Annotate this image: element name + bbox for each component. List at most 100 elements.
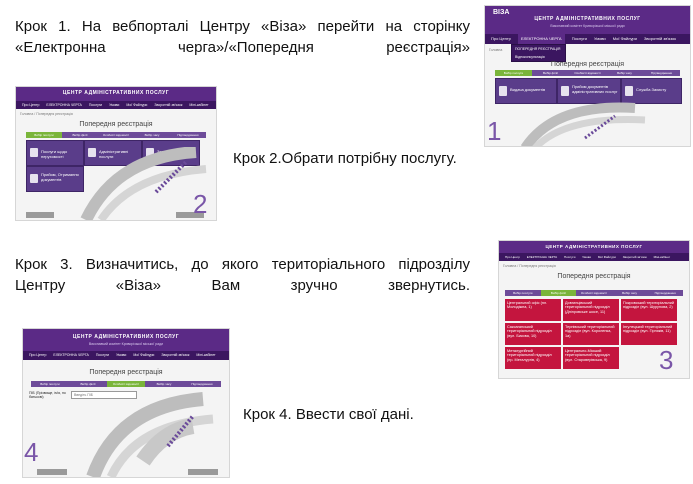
nav-queue[interactable]: ЕЛЕКТРОННА ЧЕРГА	[518, 34, 565, 44]
nav-about[interactable]: Про Центр	[505, 255, 520, 259]
site-nav: Про Центр ЕЛЕКТРОННА ЧЕРГА Послуги Умови…	[16, 101, 216, 109]
nav-services[interactable]: Послуги	[564, 255, 576, 259]
site-header: ЦЕНТР АДМІНІСТРАТИВНИХ ПОСЛУГ	[16, 87, 216, 101]
step-1-text: Крок 1. На вебпорталі Центру «Віза» пере…	[15, 18, 470, 56]
tab-service[interactable]: Вибір послуги	[26, 132, 62, 138]
breadcrumb-home[interactable]: Головна	[503, 264, 517, 268]
branch-card[interactable]: Центрально-Міський територіальний підроз…	[563, 347, 619, 369]
branch-card[interactable]: Тернівський територіальний підрозділ (ву…	[563, 323, 619, 345]
steps-tabs: Вибір послуги Вибір філії Особисті відом…	[505, 290, 683, 296]
tab-personal[interactable]: Особисті відомості	[98, 132, 134, 138]
tab-branch[interactable]: Вибір філії	[62, 132, 98, 138]
tab-branch[interactable]: Вибір філії	[69, 381, 107, 387]
next-button[interactable]	[188, 469, 218, 475]
document-icon	[88, 148, 96, 157]
site-org-title: ЦЕНТР АДМІНІСТРАТИВНИХ ПОСЛУГ	[72, 334, 180, 340]
site-nav: Про Центр ЕЛЕКТРОННА ЧЕРГА Послуги Умови…	[23, 351, 229, 360]
nav-queue[interactable]: ЕЛЕКТРОННА ЧЕРГА	[526, 255, 558, 259]
nav-feedback[interactable]: Зворотній зв'язок	[644, 36, 677, 41]
nav-terms[interactable]: Умови	[116, 353, 127, 357]
screenshot-step-4: ЦЕНТР АДМІНІСТРАТИВНИХ ПОСЛУГ Виконавчий…	[22, 328, 230, 478]
document-icon	[499, 86, 507, 96]
nav-terms[interactable]: Умови	[593, 36, 606, 41]
service-tile[interactable]: Адміністративні послуги	[84, 140, 142, 166]
next-button[interactable]	[176, 212, 204, 218]
steps-tabs: Вибір послуги Вибір філії Особисті відом…	[495, 70, 680, 76]
dropdown-item-video[interactable]: Відеоконсультація	[515, 55, 545, 59]
nav-files[interactable]: Мої Файлури	[597, 255, 616, 259]
page-title: Попередня реєстрація	[550, 61, 625, 68]
step-2-text: Крок 2.Обрати потрібну послугу.	[233, 150, 457, 167]
nav-services[interactable]: Послуги	[88, 103, 103, 107]
spiral-decoration	[86, 392, 214, 477]
nav-feedback[interactable]: Зворотній зв'язок	[161, 353, 190, 357]
map-icon	[146, 148, 154, 157]
tab-personal[interactable]: Особисті відомості	[569, 70, 606, 76]
nav-files[interactable]: Мої Файлури	[133, 353, 155, 357]
branch-card[interactable]: Металургійний територіальний підрозділ (…	[505, 347, 561, 369]
breadcrumb-home[interactable]: Головна	[489, 48, 503, 52]
tab-service[interactable]: Вибір послуги	[505, 290, 541, 296]
nav-terms[interactable]: Умови	[582, 255, 592, 259]
service-tile[interactable]: Видача документів	[495, 78, 557, 104]
service-tile[interactable]: Служба Захисту	[621, 78, 682, 104]
nav-about[interactable]: Про Центр	[491, 36, 511, 41]
nav-cabinet[interactable]: Міні-кабінет	[196, 353, 216, 357]
folder-icon	[30, 174, 38, 183]
site-subtitle: Виконавчий комітет Криворізької міської …	[88, 342, 164, 346]
dropdown-item-prereg[interactable]: ПОПЕРЕДНЯ РЕЄСТРАЦІЯ	[515, 47, 561, 51]
step-number-2: 2	[193, 189, 208, 219]
tab-confirm[interactable]: Підтвердження	[183, 381, 221, 387]
nav-feedback[interactable]: Зворотній зв'язок	[622, 255, 647, 259]
site-org-title: ЦЕНТР АДМІНІСТРАТИВНИХ ПОСЛУГ	[545, 244, 643, 249]
service-tile-label: Служба Захисту	[636, 87, 667, 92]
name-input[interactable]	[71, 391, 137, 399]
tab-confirm[interactable]: Підтвердження	[170, 132, 206, 138]
service-tile[interactable]: Послуги щодо нерухомості	[26, 140, 84, 166]
tab-branch[interactable]: Вибір філії	[532, 70, 569, 76]
tab-time[interactable]: Вибір часу	[145, 381, 183, 387]
screenshot-step-1: ВІЗА ЦЕНТР АДМІНІСТРАТИВНИХ ПОСЛУГ Викон…	[484, 5, 691, 147]
site-header: ЦЕНТР АДМІНІСТРАТИВНИХ ПОСЛУГ	[499, 241, 689, 253]
service-tile[interactable]: Прийом, Отримання документів	[26, 166, 84, 192]
back-button[interactable]	[26, 212, 54, 218]
tab-service[interactable]: Вибір послуги	[495, 70, 532, 76]
branch-card[interactable]: Інгулецький територіальний підрозділ (ву…	[621, 323, 677, 345]
tab-personal[interactable]: Особисті відомості	[107, 381, 145, 387]
tab-time[interactable]: Вибір часу	[606, 70, 643, 76]
tab-time[interactable]: Вибір часу	[134, 132, 170, 138]
branch-card[interactable]: Саксаганський територіальний підрозділ (…	[505, 323, 561, 345]
breadcrumb-home[interactable]: Головна	[20, 112, 34, 116]
nav-queue[interactable]: ЕЛЕКТРОННА ЧЕРГА	[53, 353, 89, 357]
nav-services[interactable]: Послуги	[95, 353, 110, 357]
nav-files[interactable]: Мої Файлури	[612, 36, 637, 41]
service-tile-label: Прийом, Отримання документів	[41, 172, 79, 182]
nav-terms[interactable]: Умови	[109, 103, 120, 107]
nav-feedback[interactable]: Зворотній зв'язок	[154, 103, 183, 107]
breadcrumb: Головна	[489, 48, 502, 52]
step-number-1: 1	[487, 116, 502, 146]
tab-personal[interactable]: Особисті відомості	[576, 290, 612, 296]
tab-branch[interactable]: Вибір філії	[540, 290, 577, 296]
branch-card[interactable]: Центральний офіс (пл. Молодіжна, 1)	[505, 299, 561, 321]
nav-about[interactable]: Про Центр	[29, 353, 47, 357]
tab-confirm[interactable]: Підтвердження	[647, 290, 683, 296]
nav-files[interactable]: Мої Файлури	[126, 103, 148, 107]
page-title: Попередня реєстрація	[79, 121, 153, 128]
branch-card[interactable]: Покровський територіальний підрозділ (ву…	[621, 299, 677, 321]
tab-confirm[interactable]: Підтвердження	[643, 70, 680, 76]
nav-cabinet[interactable]: Міні-кабінет	[189, 103, 209, 107]
site-nav: Про Центр ЕЛЕКТРОННА ЧЕРГА Послуги Умови…	[485, 34, 690, 44]
nav-cabinet[interactable]: Міні-кабінет	[653, 255, 671, 259]
nav-queue[interactable]: ЕЛЕКТРОННА ЧЕРГА	[46, 103, 82, 107]
nav-services[interactable]: Послуги	[571, 36, 587, 41]
nav-about[interactable]: Про Центр	[22, 103, 40, 107]
page-title: Попередня реєстрація	[89, 369, 163, 376]
back-button[interactable]	[37, 469, 67, 475]
site-nav: Про Центр ЕЛЕКТРОННА ЧЕРГА Послуги Умови…	[499, 253, 689, 261]
breadcrumb-current: Попередня реєстрація	[519, 264, 556, 268]
tab-service[interactable]: Вибір послуги	[31, 381, 69, 387]
service-tile[interactable]: Прийом документів адміністративних послу…	[557, 78, 621, 104]
branch-card[interactable]: Довгинцівський територіальний підрозділ …	[563, 299, 619, 321]
tab-time[interactable]: Вибір часу	[611, 290, 648, 296]
